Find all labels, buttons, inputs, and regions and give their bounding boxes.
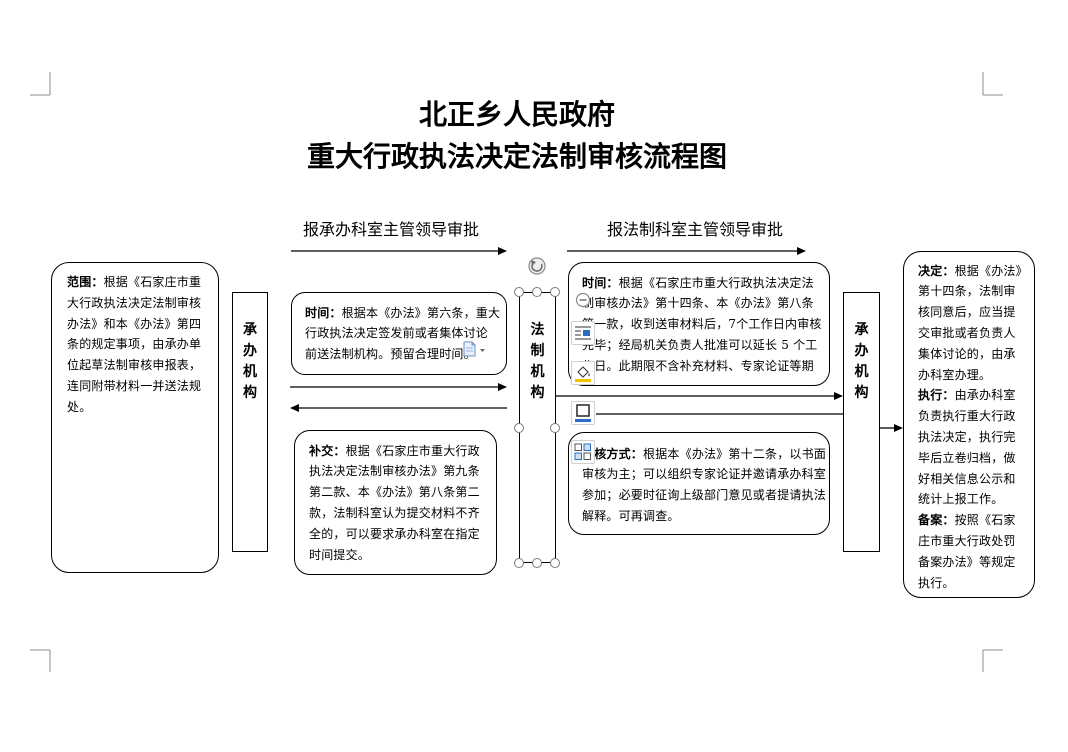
review-method-line: 解释。可再调查。 [582,508,680,523]
crop-mark-top-right [982,72,1003,96]
decision-label: 决定： [918,263,955,278]
review-method-line: 参加；必要时征询上级部门意见或者提请执法 [582,488,827,503]
submit-time-line: 时间：根据本《办法》第六条，重大 [305,303,506,324]
execution-line: 统计上报工作。 [918,492,1004,507]
review-time-label: 时间： [582,275,619,290]
filing-text: 按照《石家 [954,513,1016,528]
review-time-line: 作日。此期限不含补充材料、专家论证等期 [582,358,814,373]
handling-org-label-left: 承办机构 [243,322,257,401]
arrow-to-handling-leader[interactable] [291,247,507,255]
decision-line: 决定：根据《办法》 [918,261,1034,282]
arrow-to-result[interactable] [880,424,903,432]
label-to-legal-leader: 报法制科室主管领导审批 [607,220,784,239]
collapse-icon[interactable] [575,292,591,308]
execution-line: 执行：由承办科室 [918,385,1034,406]
page-title-line-2: 重大行政执法决定法制审核流程图 [306,140,727,173]
shape-outline-icon[interactable] [571,401,595,425]
legal-org-box[interactable]: 法制机构 [519,292,556,563]
decision-line: 第十四条，法制审 [918,284,1016,299]
review-time-line: 时间：根据《石家庄市重大行政执法决定法 [582,273,829,294]
text-wrap-icon[interactable] [571,321,595,345]
filing-line: 执行。 [918,575,955,590]
legal-org-label: 法制机构 [530,322,545,401]
submit-time-label: 时间： [305,305,342,320]
scope-text: 根据《石家庄市重 [103,275,202,289]
label-to-handling-leader: 报承办科室主管领导审批 [303,220,480,239]
scope-box[interactable]: 范围：根据《石家庄市重 大行政执法决定法制审核 办法》和本《办法》第四 条的规定… [51,262,219,573]
scope-line: 办法》和本《办法》第四 [67,316,202,331]
submit-time-line: 前送法制机构。预留合理时间。 [305,347,476,362]
execution-label: 执行： [918,388,955,403]
decision-text: 根据《办法》 [954,263,1028,278]
review-method-line: 审核为主；可以组织专家论证并邀请承办科室 [582,467,827,482]
review-method-text: 根据本《办法》第十二条，以书面 [643,446,827,461]
supplement-line: 执法决定法制审核办法》第九条 [309,464,480,479]
execution-text: 由承办科室 [954,388,1016,403]
decision-line: 集体讨论的，由承 [918,346,1016,361]
page-title-line-1: 北正乡人民政府 [418,98,615,131]
fill-color-icon[interactable] [571,361,595,385]
arrow-return-to-handling[interactable] [290,404,507,412]
execution-line: 好相关信息公示和 [918,471,1016,486]
execution-line: 负责执行重大行政 [918,409,1016,424]
submit-time-text: 根据本《办法》第六条，重大 [341,305,501,320]
scope-label: 范围： [67,275,104,289]
crop-mark-bottom-right [982,649,1003,672]
supplement-label: 补交： [309,443,346,458]
result-box[interactable]: 决定：根据《办法》 第十四条，法制审 核同意后，应当提 交审批或者负责人 集体讨… [903,251,1035,598]
supplement-line: 补交：根据《石家庄市重大行政 [309,441,496,462]
supplement-line: 全的，可以要求承办科室在指定 [309,526,480,541]
scope-line: 位起草法制审核申报表， [67,358,202,373]
review-time-line: 制审核办法》第十四条、本《办法》第八条 [582,296,814,311]
arrow-to-legal-leader[interactable] [567,247,806,255]
review-time-line: 完毕；经局机关负责人批准可以延长 5 个工 [582,337,818,352]
review-method-line: 审核方式：根据本《办法》第十二条，以书面 [582,444,829,465]
execution-line: 执法决定，执行完 [918,429,1016,444]
review-time-box[interactable]: 时间：根据《石家庄市重大行政执法决定法 制审核办法》第十四条、本《办法》第八条 … [568,262,830,386]
crop-mark-bottom-left [30,649,51,672]
review-time-line: 第一款，收到送审材料后，7个工作日内审核 [582,317,822,332]
execution-line: 毕后立卷归档，做 [918,450,1016,465]
scope-line: 范围：根据《石家庄市重 [67,272,218,293]
review-method-box[interactable]: 审核方式：根据本《办法》第十二条，以书面 审核为主；可以组织专家论证并邀请承办科… [568,432,830,535]
decision-line: 办科室办理。 [918,367,992,382]
filing-label: 备案： [918,513,955,528]
scope-line: 处。 [67,399,92,414]
supplement-line: 第二款、本《办法》第八条第二 [309,485,480,500]
scope-line: 大行政执法决定法制审核 [67,295,202,310]
decision-line: 核同意后，应当提 [918,305,1016,320]
handling-org-box-left[interactable]: 承办机构 [232,292,268,552]
handling-org-box-right[interactable]: 承办机构 [843,292,880,552]
submit-time-line: 行政执法决定签发前或者集体讨论 [305,326,489,341]
review-time-text: 根据《石家庄市重大行政执法决定法 [618,275,814,290]
supplement-box[interactable]: 补交：根据《石家庄市重大行政 执法决定法制审核办法》第九条 第二款、本《办法》第… [294,430,497,575]
arrow-legal-to-handling[interactable] [556,392,843,400]
filing-line: 备案办法》等规定 [918,554,1016,569]
submit-time-box[interactable]: 时间：根据本《办法》第六条，重大 行政执法决定签发前或者集体讨论 前送法制机构。… [291,292,507,375]
arrow-submit-to-legal[interactable] [290,383,507,391]
supplement-line: 款，法制科室认为提交材料不齐 [309,505,480,520]
arrange-icon[interactable] [571,440,595,464]
handling-org-label-right: 承办机构 [854,322,869,401]
filing-line: 备案：按照《石家 [918,510,1034,531]
paste-options-icon[interactable] [462,341,488,359]
filing-line: 庄市重大行政处罚 [918,533,1016,548]
scope-line: 连同附带材料一并送法规 [67,378,202,393]
review-method-label: 审核方式： [582,446,644,461]
supplement-text: 根据《石家庄市重大行政 [345,443,480,458]
decision-line: 交审批或者负责人 [918,325,1016,340]
scope-line: 条的规定事项，由承办单 [67,337,202,352]
crop-mark-top-left [30,72,51,96]
supplement-line: 时间提交。 [309,547,371,562]
